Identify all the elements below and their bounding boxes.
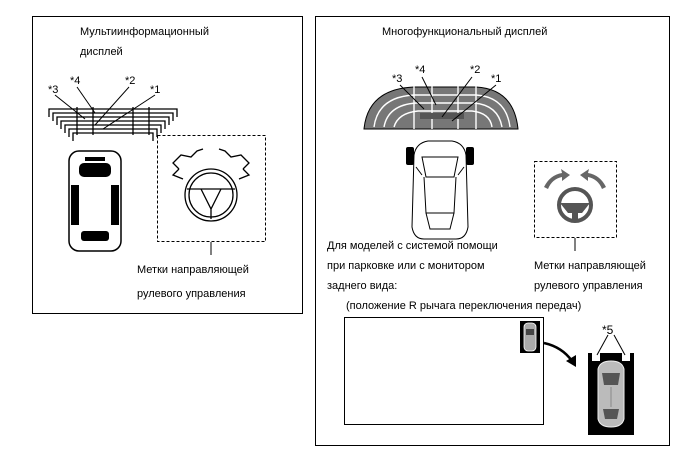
right-car-icon bbox=[411, 140, 469, 240]
right-sensor-display bbox=[363, 76, 519, 240]
small-car-icon bbox=[520, 321, 540, 353]
right-mark-2: *2 bbox=[470, 64, 481, 76]
left-steering-label-line1: Метки направляющей bbox=[137, 264, 249, 276]
mark-5: *5 bbox=[602, 323, 614, 337]
right-steering-label-line2: рулевого управления bbox=[534, 280, 643, 292]
models-note-line2: при парковке или с монитором bbox=[327, 260, 485, 272]
right-mark-1: *1 bbox=[491, 73, 502, 85]
right-steering-guide-box bbox=[534, 161, 617, 251]
steering-wheel-icon bbox=[171, 148, 251, 222]
left-mark-3: *3 bbox=[48, 84, 59, 96]
left-steering-guide-box bbox=[157, 135, 266, 255]
enlarged-car-icon bbox=[588, 351, 634, 435]
right-mark-3: *3 bbox=[392, 73, 403, 85]
right-title: Многофункциональный дисплей bbox=[382, 26, 548, 38]
gear-position-note: (положение R рычага переключения передач… bbox=[346, 300, 582, 312]
left-steering-label-line2: рулевого управления bbox=[137, 288, 246, 300]
left-mark-4: *4 bbox=[70, 75, 81, 87]
left-title-line2: дисплей bbox=[80, 46, 123, 58]
left-mark-2: *2 bbox=[125, 75, 136, 87]
multi-info-display-panel: Мультиинформационный дисплей *3 *4 *2 *1 bbox=[32, 16, 303, 314]
turn-arrow-icon bbox=[544, 169, 606, 189]
left-sensor-arcs bbox=[48, 86, 178, 252]
models-note-line1: Для моделей с системой помощи bbox=[327, 240, 498, 252]
left-mark-1: *1 bbox=[150, 84, 161, 96]
steering-wheel-icon bbox=[557, 187, 593, 223]
right-mark-4: *4 bbox=[415, 64, 426, 76]
left-car-icon bbox=[68, 150, 122, 252]
left-title-line1: Мультиинформационный bbox=[80, 26, 209, 38]
models-note-line3: заднего вида: bbox=[327, 280, 398, 292]
rear-view-detail bbox=[520, 321, 634, 435]
multi-function-display-panel: Многофункциональный дисплей *3 *4 *2 *1 bbox=[315, 16, 670, 446]
right-steering-label-line1: Метки направляющей bbox=[534, 260, 646, 272]
enlarge-arrow-icon bbox=[543, 341, 574, 362]
rear-view-screen bbox=[344, 317, 544, 425]
